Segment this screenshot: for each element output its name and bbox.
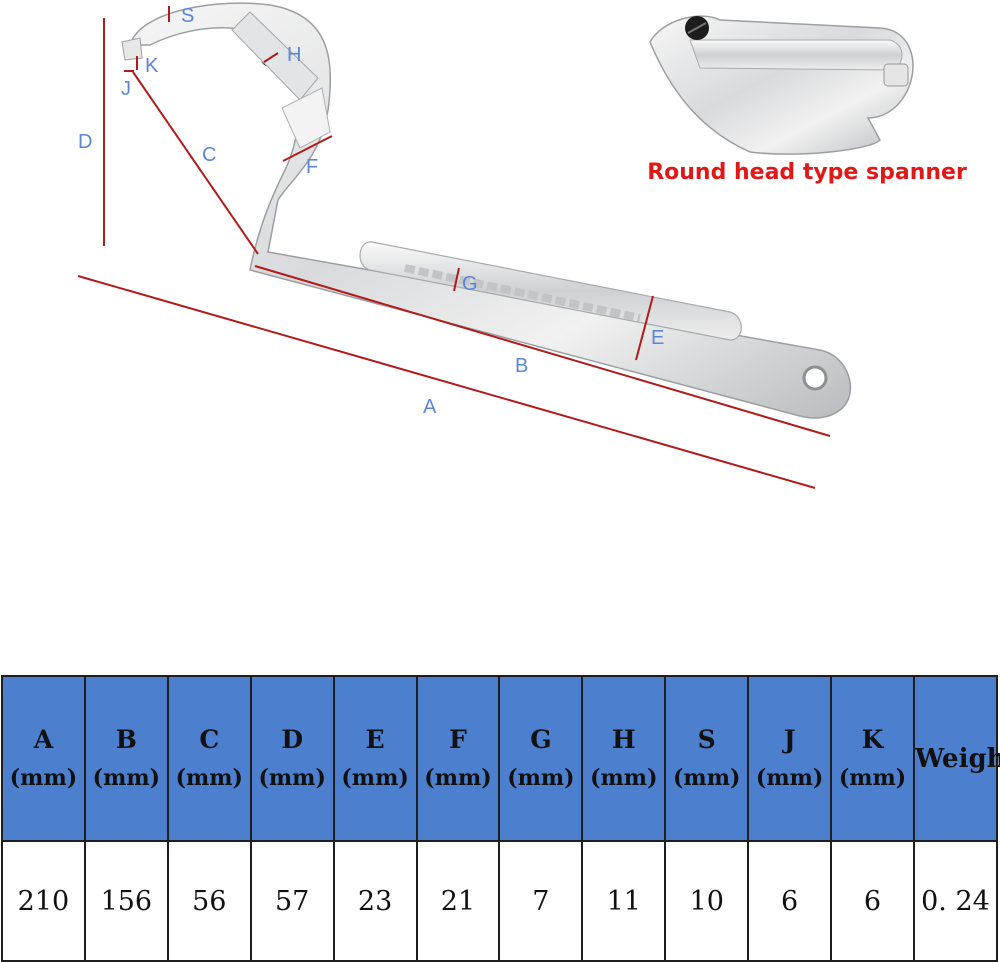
dimension-label-h: H	[287, 44, 301, 66]
dimension-label-d: D	[78, 131, 92, 153]
dimension-label-k: K	[145, 55, 159, 77]
header-cell-g: G(mm)	[498, 675, 584, 842]
dimension-line-e	[635, 295, 654, 361]
header-cell-a: A(mm)	[1, 675, 86, 842]
dimension-line-h	[263, 52, 279, 63]
table-header-row: A(mm) B(mm) C(mm) D(mm) E(mm) F(mm) G(mm…	[1, 675, 1000, 842]
header-cell-j: J(mm)	[747, 675, 833, 842]
value-cell-k: 6	[830, 840, 915, 962]
value-cell-b: 156	[83, 840, 169, 962]
value-cell-a: 210	[1, 840, 86, 962]
header-cell-f: F(mm)	[415, 675, 501, 842]
spanner-diagram: A B C D E F G H J K S	[77, 2, 914, 489]
dimension-label-a: A	[423, 396, 437, 418]
dimension-label-g: G	[462, 273, 478, 295]
header-cell-d: D(mm)	[249, 675, 335, 842]
dimension-line-a	[77, 275, 816, 489]
header-cell-weight: Weight	[912, 675, 1000, 842]
header-cell-c: C(mm)	[166, 675, 252, 842]
dimension-label-s: S	[181, 5, 194, 27]
value-cell-f: 21	[415, 840, 501, 962]
dimension-line-b	[254, 265, 831, 437]
value-cell-g: 7	[498, 840, 584, 962]
table-row: 210 156 56 57 23 21 7 11 10 6 6 0. 24	[1, 840, 999, 962]
header-cell-k: K(mm)	[830, 675, 915, 842]
round-head-spanner-inset	[649, 15, 914, 155]
dimension-label-j: J	[121, 78, 131, 100]
dimension-label-e: E	[651, 327, 664, 349]
hanging-hole	[802, 365, 828, 391]
value-cell-c: 56	[166, 840, 252, 962]
header-cell-h: H(mm)	[581, 675, 667, 842]
dimension-table: A(mm) B(mm) C(mm) D(mm) E(mm) F(mm) G(mm…	[1, 675, 1000, 962]
dimension-label-c: C	[202, 144, 216, 166]
value-cell-j: 6	[747, 840, 833, 962]
dimension-line-c	[132, 71, 259, 255]
value-cell-e: 23	[332, 840, 418, 962]
header-cell-b: B(mm)	[83, 675, 169, 842]
dimension-label-f: F	[306, 156, 318, 178]
inset-caption: Round head type spanner	[647, 160, 967, 185]
dimension-line-g	[453, 267, 460, 292]
header-cell-s: S(mm)	[664, 675, 750, 842]
dimension-label-b: B	[515, 355, 528, 377]
dimension-line-f	[282, 135, 333, 162]
value-cell-h: 11	[581, 840, 667, 962]
value-cell-weight: 0. 24	[912, 840, 999, 962]
value-cell-s: 10	[664, 840, 750, 962]
header-cell-e: E(mm)	[332, 675, 418, 842]
value-cell-d: 57	[249, 840, 335, 962]
